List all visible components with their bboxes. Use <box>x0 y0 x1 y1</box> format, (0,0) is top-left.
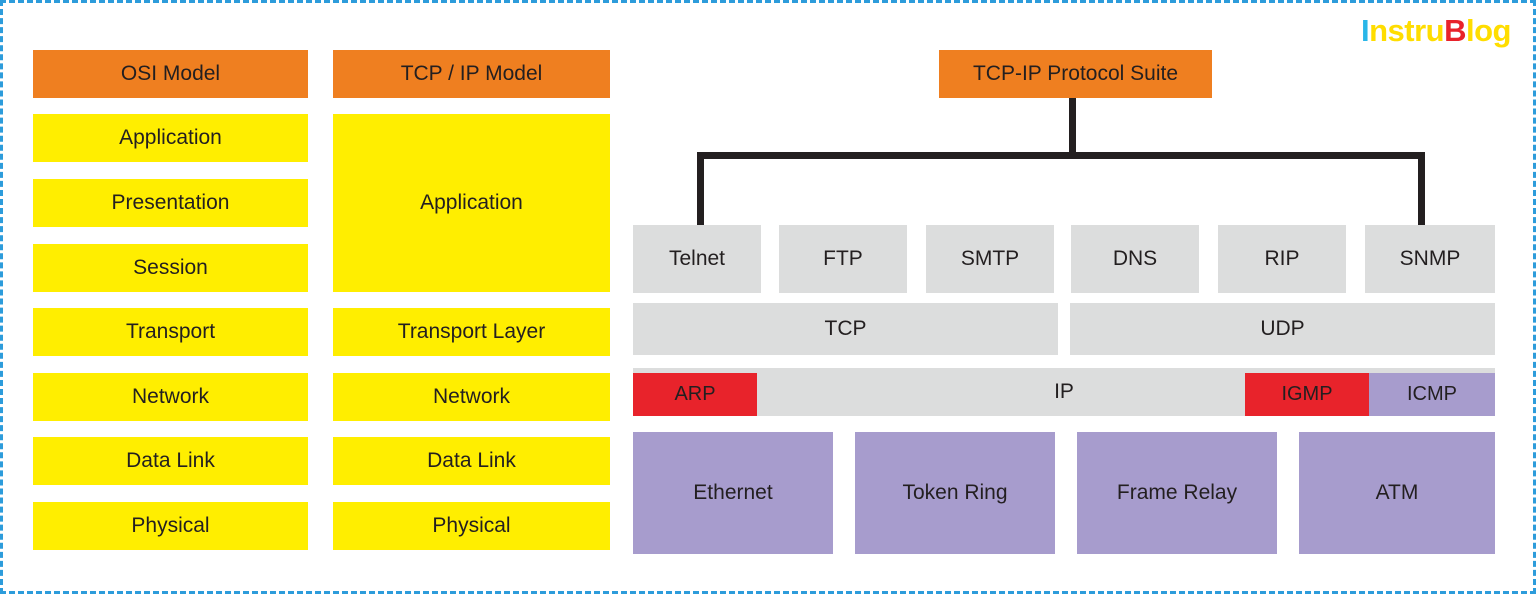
protocol-arp: ARP <box>633 373 757 416</box>
osi-layer-transport: Transport <box>33 308 308 356</box>
protocol-suite-header: TCP-IP Protocol Suite <box>939 50 1212 98</box>
protocol-telnet: Telnet <box>633 225 761 293</box>
tcpip-model-header: TCP / IP Model <box>333 50 610 98</box>
logo-text-log: log <box>1466 13 1512 48</box>
protocol-dns: DNS <box>1071 225 1199 293</box>
link-tech-atm: ATM <box>1299 432 1495 554</box>
osi-layer-physical: Physical <box>33 502 308 550</box>
osi-layer-network: Network <box>33 373 308 421</box>
link-tech-token-ring: Token Ring <box>855 432 1055 554</box>
protocol-ftp: FTP <box>779 225 907 293</box>
logo-letter-i: I <box>1360 13 1370 48</box>
logo-letter-b: B <box>1444 13 1466 48</box>
logo-text-nstru: nstru <box>1369 13 1445 48</box>
osi-model-header: OSI Model <box>33 50 308 98</box>
tcpip-layer-data-link: Data Link <box>333 437 610 485</box>
protocol-igmp: IGMP <box>1245 373 1369 416</box>
osi-layer-presentation: Presentation <box>33 179 308 227</box>
protocol-udp: UDP <box>1070 303 1495 355</box>
tcpip-layer-physical: Physical <box>333 502 610 550</box>
protocol-smtp: SMTP <box>926 225 1054 293</box>
connector-leg-left <box>697 152 704 227</box>
osi-layer-application: Application <box>33 114 308 162</box>
tcpip-layer-application: Application <box>333 114 610 292</box>
link-tech-ethernet: Ethernet <box>633 432 833 554</box>
tcpip-layer-network: Network <box>333 373 610 421</box>
tcpip-layer-transport-layer: Transport Layer <box>333 308 610 356</box>
connector-horizontal-bar <box>697 152 1425 159</box>
osi-layer-session: Session <box>33 244 308 292</box>
connector-stem-vertical <box>1069 98 1076 155</box>
connector-leg-right <box>1418 152 1425 227</box>
link-tech-frame-relay: Frame Relay <box>1077 432 1277 554</box>
protocol-snmp: SNMP <box>1365 225 1495 293</box>
protocol-tcp: TCP <box>633 303 1058 355</box>
osi-layer-data-link: Data Link <box>33 437 308 485</box>
instrublog-logo: InstruBlog <box>1360 13 1512 48</box>
protocol-rip: RIP <box>1218 225 1346 293</box>
protocol-icmp: ICMP <box>1369 373 1495 416</box>
